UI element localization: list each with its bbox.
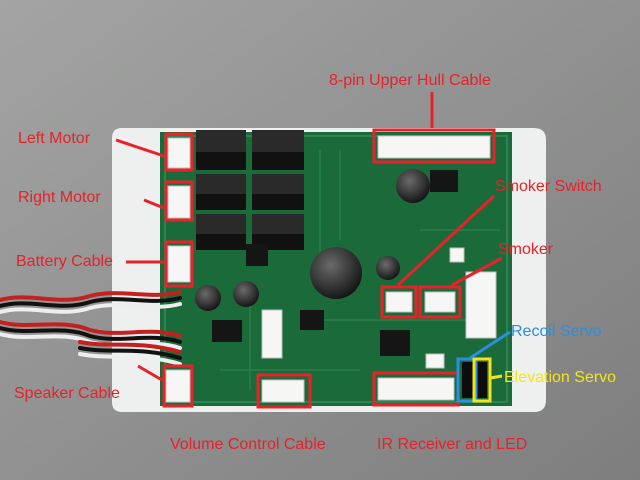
upper-hull-cable-label: 8-pin Upper Hull Cable	[329, 72, 491, 89]
mosfet-bank	[196, 130, 304, 250]
elevation-servo-label: Elevation Servo	[504, 369, 617, 386]
recoil-servo-label: Recoil Servo	[511, 323, 602, 340]
speaker-cable-label: Speaker Cable	[14, 385, 120, 402]
elevation-leader-line	[489, 374, 503, 380]
pcb-traces	[220, 150, 500, 390]
ic-chips	[212, 170, 458, 356]
smoker-label: Smoker	[498, 241, 554, 258]
capacitors	[195, 169, 430, 311]
left-motor-label: Left Motor	[18, 130, 91, 147]
annotation-boxes	[162, 128, 496, 409]
leader-lines	[115, 92, 503, 382]
ir-receiver-led-label: IR Receiver and LED	[377, 436, 528, 453]
servo-header-pins	[462, 362, 487, 398]
white-connectors	[165, 135, 497, 403]
right-motor-label: Right Motor	[18, 189, 101, 206]
elevation-servo-box	[472, 357, 492, 403]
recoil-leader-line	[469, 330, 511, 360]
volume-control-cable-label: Volume Control Cable	[170, 436, 326, 453]
recoil-servo-box	[456, 357, 478, 403]
battery-cable-label: Battery Cable	[16, 253, 113, 270]
twisted-cables	[0, 290, 182, 366]
smoker-switch-label: Smoker Switch	[495, 178, 602, 195]
